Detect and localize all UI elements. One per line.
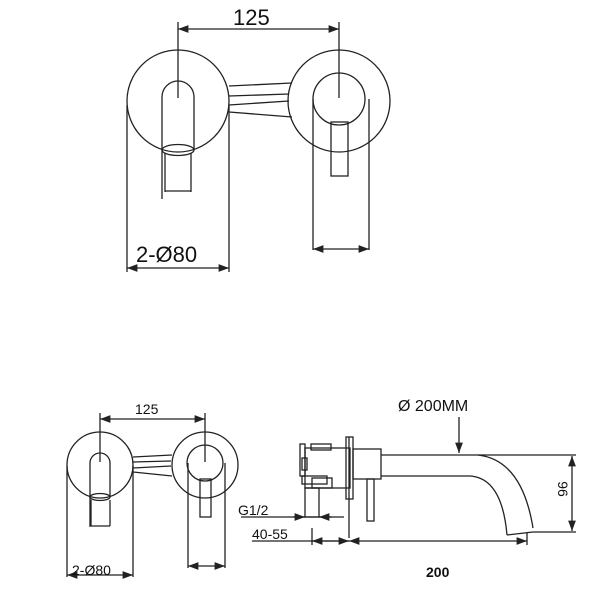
bottom-diameter-label: 2-Ø80: [72, 562, 111, 578]
bottom-spacing-label: 125: [135, 401, 159, 417]
top-front-view: [126, 22, 391, 272]
top-diameter-label: 2-Ø80: [136, 242, 198, 267]
bottom-front-view: [66, 413, 239, 579]
length-label: 200: [426, 564, 450, 580]
side-view: [241, 417, 576, 545]
top-spacing-label: 125: [233, 5, 270, 30]
spout-diameter-label: Ø 200MM: [398, 398, 469, 415]
wall-depth-label: 40-55: [252, 526, 288, 542]
thread-label: G1/2: [238, 502, 269, 518]
height-label: 96: [554, 481, 571, 497]
